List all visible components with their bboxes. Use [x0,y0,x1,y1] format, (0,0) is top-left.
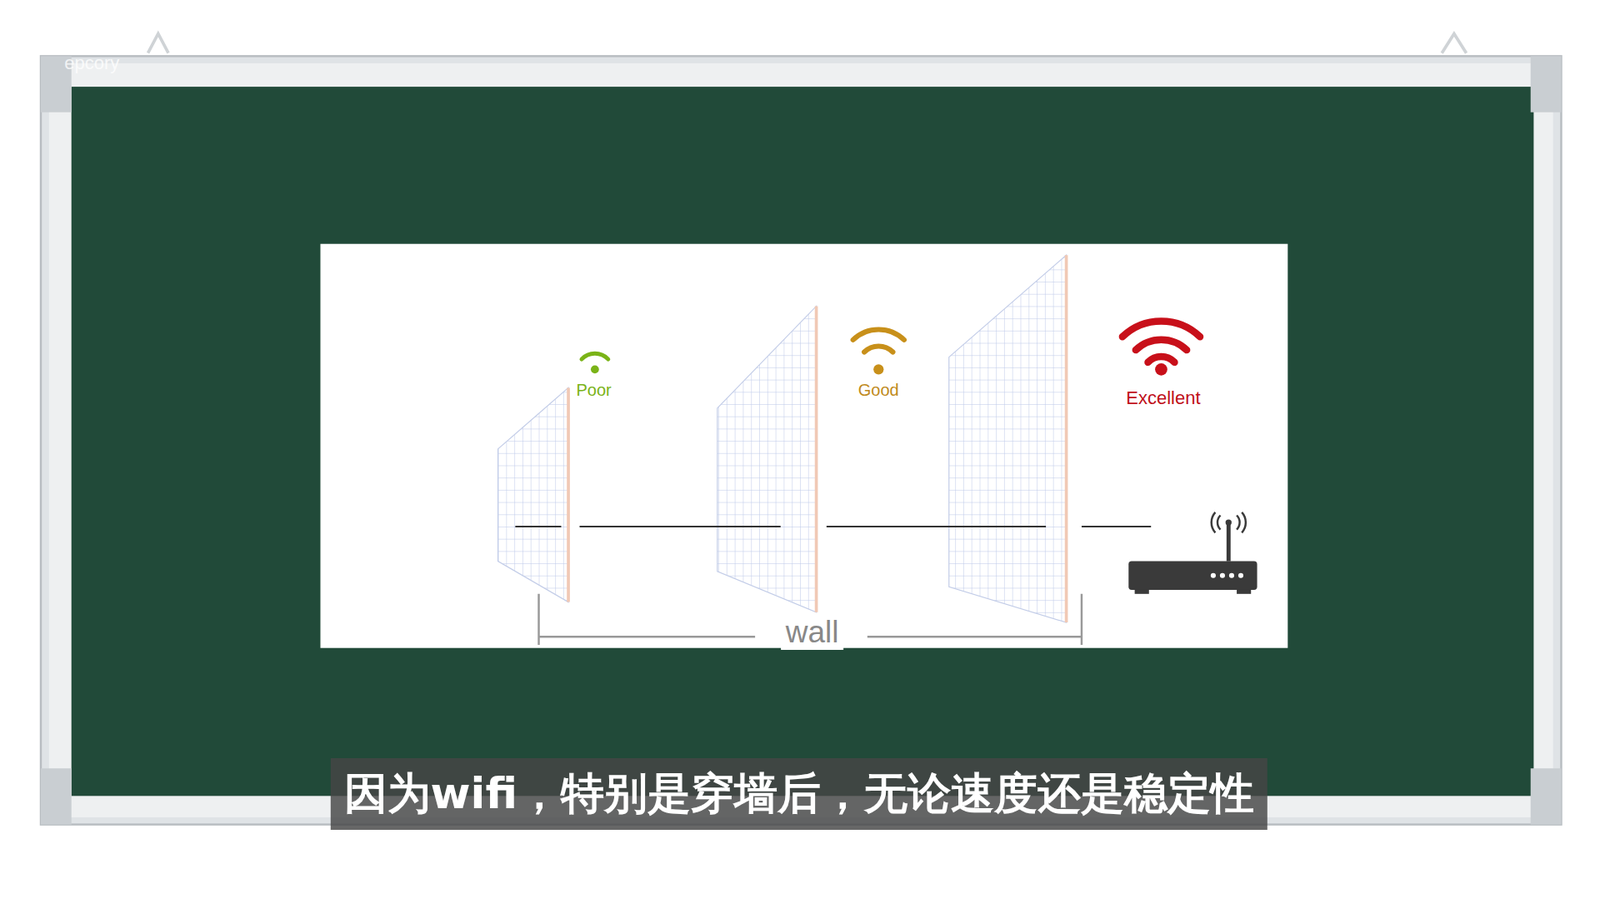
signal-label: Poor [576,380,612,400]
dimension-label: wall [780,615,845,650]
subtitle: 因为wifi，特别是穿墙后，无论速度还是稳定性 [330,758,1268,830]
signal-label: Excellent [1125,387,1200,410]
signal-label: Good [858,380,900,400]
watermark: epcory [64,52,120,75]
